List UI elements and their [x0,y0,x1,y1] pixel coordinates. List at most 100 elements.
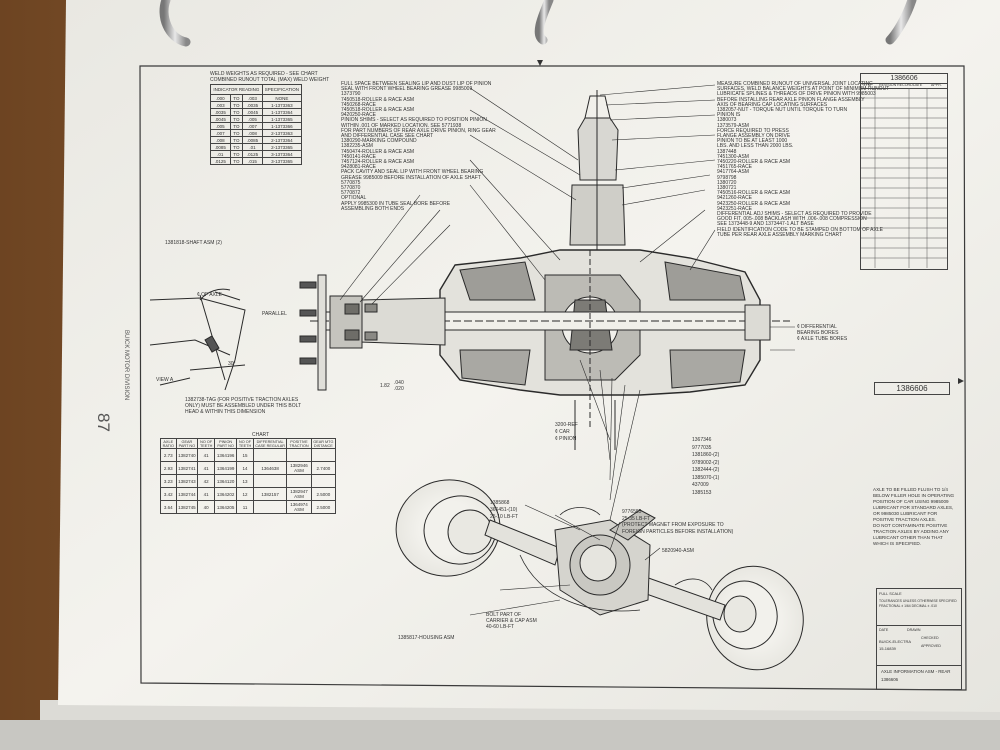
ratio-cell: 2.5000 [310,487,337,501]
callout-lower-mid: 9789002-(2) [692,459,720,466]
rev-col-sym: SYM [863,83,871,87]
weld-cell: .007 [242,122,263,130]
weld-cell: .0125 [242,150,263,158]
callout-bottom: 366451-(10) [490,507,518,513]
callout-bottom: 1385817-HOUSING ASM [398,635,455,641]
weld-cell: .003 [210,101,231,109]
parallel-label: PARALLEL [262,311,287,317]
callout-upper-right: 1373579-ASM [717,122,749,129]
dim-020: .020 [394,386,404,392]
ratio-header: POSITIVE TRACTION [286,438,312,449]
title-model: BUICK-ELECTRA [879,639,912,644]
callout-upper-right: 1387448 [717,148,737,155]
weld-cell: .008 [242,129,263,137]
weld-cell: NONE [261,94,303,102]
callout-upper-right: 9421260-RACE [717,195,753,202]
callout-upper-left: FOR PART NUMBERS OF REAR AXLE DRIVE PINI… [341,127,496,134]
callout-bottom: 1385868 [490,500,510,506]
callout-upper-left: 5770875 [341,179,361,186]
callout-upper-right: 7451300-ASM [717,153,749,160]
callout-lower-mid: 437009 [692,482,709,488]
ratio-cell: 12 [236,487,254,501]
binder-rings [159,0,917,47]
callout-lower-mid: 3200-REF [555,422,578,428]
title-block: FULL SCALE TOLERANCES UNLESS OTHERWISE S… [876,588,962,690]
ratio-cell: 1382743 [175,474,199,488]
callout-left-mid: 1382738-TAG (FOR POSITIVE TRACTION AXLES [185,397,299,403]
rev-col-appr: APPR. [931,83,942,87]
callout-upper-right: PINION IS [717,112,741,119]
callout-lower-mid: 1381860-(2) [692,452,720,458]
ratio-cell: 1382741 [175,461,199,475]
weld-cell: 2-1373365 [261,143,303,151]
ratio-cell: 11 [236,500,254,514]
ratio-cell: 1364638 [252,461,288,475]
callout-upper-right: 9798798 [717,174,737,181]
ratio-cell [310,448,337,462]
weld-cell: TO [229,122,244,130]
weld-cell: 2-1373364 [261,136,303,144]
page-number: 87 [94,413,113,432]
weld-cell: .005 [210,122,231,130]
weld-header-indicator: INDICATOR READING [210,84,263,95]
ratio-cell: 2.93 [160,461,177,475]
callout-upper-right: 7450220-ROLLER & RACE ASM [717,159,791,165]
weld-cell: TO [229,129,244,137]
rev-col-date: DATE [913,83,923,87]
weld-cell: .0045 [210,115,231,123]
ratio-cell [252,500,288,514]
weld-chart-title: WELD WEIGHTS AS REQUIRED - SEE CHART [210,71,318,77]
weld-cell: .0085 [242,136,263,144]
callout-right-mid: BEARING BORES [797,330,839,336]
title-tolerance-2: FRACTIONAL ± 1/64 DECIMAL ± .010 [879,604,937,608]
title-drawn-label: DRAWN [907,628,921,632]
ratio-cell: 3.64 [160,500,177,514]
callout-upper-right: FLANGE ASSEMBLY ON DRIVE [717,133,791,139]
weld-cell: TO [229,157,244,165]
callout-upper-right: 9417764-ASM [717,169,749,176]
rev-col-record: REVISION RECORD [879,83,913,87]
callout-bottom: FOREIGN PARTICLES BEFORE INSTALLATION) [622,528,734,535]
callout-left-mid: HEAD & WITHIN THIS DIMENSION [185,409,266,415]
ratio-cell: 41 [197,461,216,475]
ratio-chart-title: CHART [252,432,270,438]
dim-040: .040 [394,380,404,386]
callout-upper-left: ASSEMBLING BOTH ENDS [341,205,405,212]
callout-upper-right: 1380720 [717,179,737,186]
axle-isometric-view [395,479,804,671]
callout-lower-mid: 1367346 [692,437,712,443]
ratio-cell [252,448,288,462]
ratio-cell: 1382744 [175,487,199,501]
ratio-cell: 2.73 [160,448,177,462]
axle-center-label: ¢ OF AXLE [197,292,223,298]
view-a-label: VIEW A [156,377,174,383]
weld-cell: .0085 [210,143,231,151]
ratio-cell: 1364196 [214,448,238,462]
ratio-cell: 1382947 ASM [286,487,312,501]
ratio-cell: 2.5000 [310,500,337,514]
weld-cell: .01 [242,143,263,151]
callout-bottom: 9776585 [622,509,642,515]
callout-upper-right: AXIS OF BEARING CAP LOCATING SURFACES [717,101,828,108]
callout-upper-left: 7450141-RACE [341,153,377,160]
title-mark: 1386606 [881,677,899,682]
callout-bottom: 5820940-ASM [662,548,694,554]
title-date-label: DATE [879,628,889,632]
callout-upper-right: DIFFERENTIAL ADJ SHIMS - SELECT AS REQUI… [717,211,872,217]
weld-cell: .000 [210,94,231,102]
ratio-header: GEAR MTG DISTANCE [310,438,337,449]
drawing-border [139,65,967,691]
ratio-cell: 40 [197,500,216,514]
callout-bottom: CARRIER & CAP ASM [486,618,537,624]
title-sheet: 15-16839 [879,646,896,651]
